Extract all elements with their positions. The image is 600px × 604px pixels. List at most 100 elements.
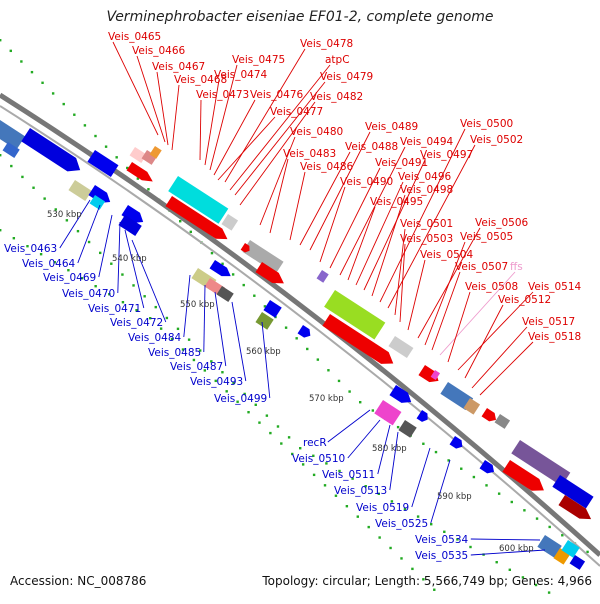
gene-block: [242, 240, 284, 274]
gene-block: [374, 399, 402, 426]
reverse-leader-line: [117, 221, 121, 294]
gc-dot: [523, 509, 526, 512]
forward-leader-line: [309, 131, 371, 251]
gc-dot: [547, 591, 551, 594]
forward-leader-line: [347, 206, 376, 281]
gc-dot: [99, 251, 102, 255]
gc-dot: [495, 561, 498, 564]
gene-arrow: [165, 196, 228, 240]
gc-dot: [416, 515, 420, 518]
gene-block: [440, 382, 474, 411]
gene-block: [316, 270, 329, 283]
gc-dot: [312, 473, 316, 477]
reverse-gene-label: Veis_0463: [4, 243, 57, 255]
gc-dot: [276, 425, 280, 428]
forward-leader-line: [112, 41, 159, 136]
gc-dot: [41, 81, 44, 84]
gc-dot: [73, 113, 76, 116]
gene-arrow: [481, 408, 497, 422]
gc-dot: [210, 360, 213, 363]
forward-gene-label: ffs: [510, 261, 523, 273]
scale-tick-label: 600 kbp: [499, 544, 534, 554]
forward-leader-line: [239, 101, 316, 206]
gene-block: [168, 176, 229, 224]
gc-dot: [258, 421, 261, 424]
gene-arrow: [558, 495, 592, 520]
gc-dot: [20, 60, 23, 63]
forward-gene-label: Veis_0479: [320, 71, 373, 83]
forward-leader-line: [224, 48, 306, 183]
gc-dot: [472, 475, 476, 479]
gene-features: [0, 120, 594, 570]
reverse-leader-line: [377, 424, 391, 475]
gc-dot: [364, 485, 367, 488]
gc-dot: [510, 500, 513, 504]
gene-arrow: [322, 314, 394, 364]
forward-leader-line: [355, 181, 404, 286]
gc-dot: [126, 166, 129, 170]
reverse-leader-line: [411, 447, 431, 508]
gc-dot: [189, 230, 192, 234]
forward-gene-label: Veis_0468: [174, 74, 227, 86]
gc-dot: [359, 401, 362, 404]
gc-dot: [430, 523, 433, 526]
gc-dot: [422, 442, 425, 445]
gene-block: [537, 535, 562, 558]
gc-dot: [12, 237, 16, 240]
forward-gene-label: Veis_0508: [465, 281, 518, 293]
gc-dot: [411, 567, 414, 571]
gc-dot: [203, 369, 207, 372]
forward-gene-label: Veis_0504: [420, 249, 474, 261]
gc-dot: [39, 253, 43, 256]
gc-dot: [348, 390, 351, 393]
gc-dot: [312, 454, 315, 457]
gc-dot: [242, 283, 245, 287]
gc-dot: [231, 273, 235, 276]
gc-dot: [269, 431, 272, 435]
forward-gene-label: Veis_0474: [214, 69, 268, 81]
gene-block: [463, 397, 481, 415]
reverse-gene-label: Veis_0534: [415, 534, 469, 546]
gene-arrow: [297, 325, 311, 338]
forward-gene-label: Veis_0473: [196, 89, 249, 101]
forward-leader-line: [457, 291, 534, 371]
gc-dot: [176, 327, 180, 331]
forward-leader-line: [209, 64, 238, 171]
gc-dot: [338, 469, 341, 473]
gene-block: [255, 312, 274, 330]
gene-block: [430, 370, 441, 380]
scale-tick-label: 560 kbp: [246, 347, 281, 357]
forward-gene-label: Veis_0475: [232, 54, 285, 66]
gc-dot: [51, 92, 55, 95]
gene-block: [89, 194, 106, 210]
gc-dot: [345, 505, 349, 508]
gc-dot: [179, 220, 182, 223]
gene-block: [221, 214, 239, 231]
reverse-leader-line: [389, 431, 399, 491]
forward-gene-label: Veis_0495: [370, 196, 423, 208]
gc-dot: [154, 305, 157, 309]
forward-gene-label: Veis_0514: [528, 281, 582, 293]
gc-dot: [94, 134, 97, 138]
forward-leader-line: [363, 159, 426, 291]
gc-dot: [434, 450, 438, 454]
gc-dot: [65, 219, 69, 222]
gc-dot: [83, 124, 87, 127]
gc-dot: [280, 442, 283, 445]
forward-gene-label: Veis_0477: [270, 106, 323, 118]
gc-dot: [80, 277, 84, 280]
forward-leader-line: [431, 271, 461, 351]
forward-leader-line: [424, 241, 466, 346]
gc-dot: [187, 338, 191, 341]
gc-dot: [149, 317, 152, 320]
scale-tick-label: 570 kbp: [309, 394, 344, 404]
genome-backbone: [0, 92, 600, 567]
scale-tick-label: 540 kbp: [112, 254, 147, 264]
map-title: Verminephrobacter eiseniae EF01-2, compl…: [106, 9, 494, 25]
gc-dot: [325, 462, 328, 465]
gene-block: [129, 146, 147, 164]
reverse-leader-line: [214, 291, 227, 367]
reverse-leader-line: [203, 284, 206, 353]
